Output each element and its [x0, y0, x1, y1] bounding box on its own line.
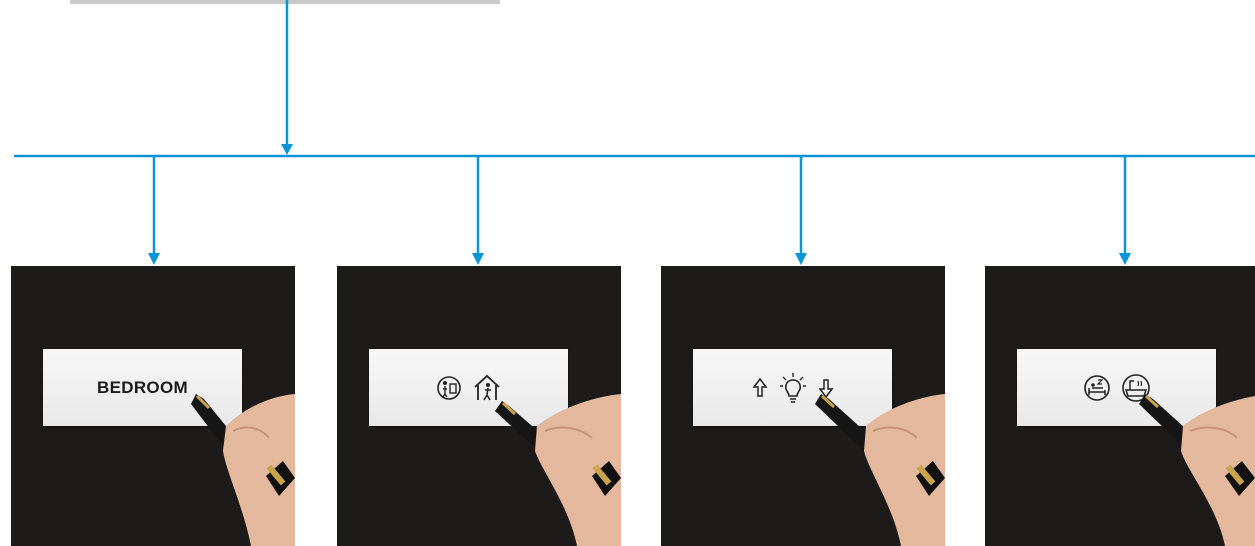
- hand-with-pen-icon: [11, 266, 295, 546]
- panel-icon-label-1: [337, 266, 621, 546]
- panel-text-label: BEDROOM: [11, 266, 295, 546]
- hand-with-pen-icon: [337, 266, 621, 546]
- panel-icon-label-3: [985, 266, 1255, 546]
- branch-arrowhead-2: [472, 253, 484, 265]
- branch-arrowhead-3: [795, 253, 807, 265]
- hand-with-pen-icon: [985, 266, 1255, 546]
- branch-arrowhead-1: [148, 253, 160, 265]
- branch-arrowhead-4: [1119, 253, 1131, 265]
- panel-icon-label-2: [661, 266, 945, 546]
- hand-with-pen-icon: [661, 266, 945, 546]
- input-arrowhead: [281, 144, 293, 155]
